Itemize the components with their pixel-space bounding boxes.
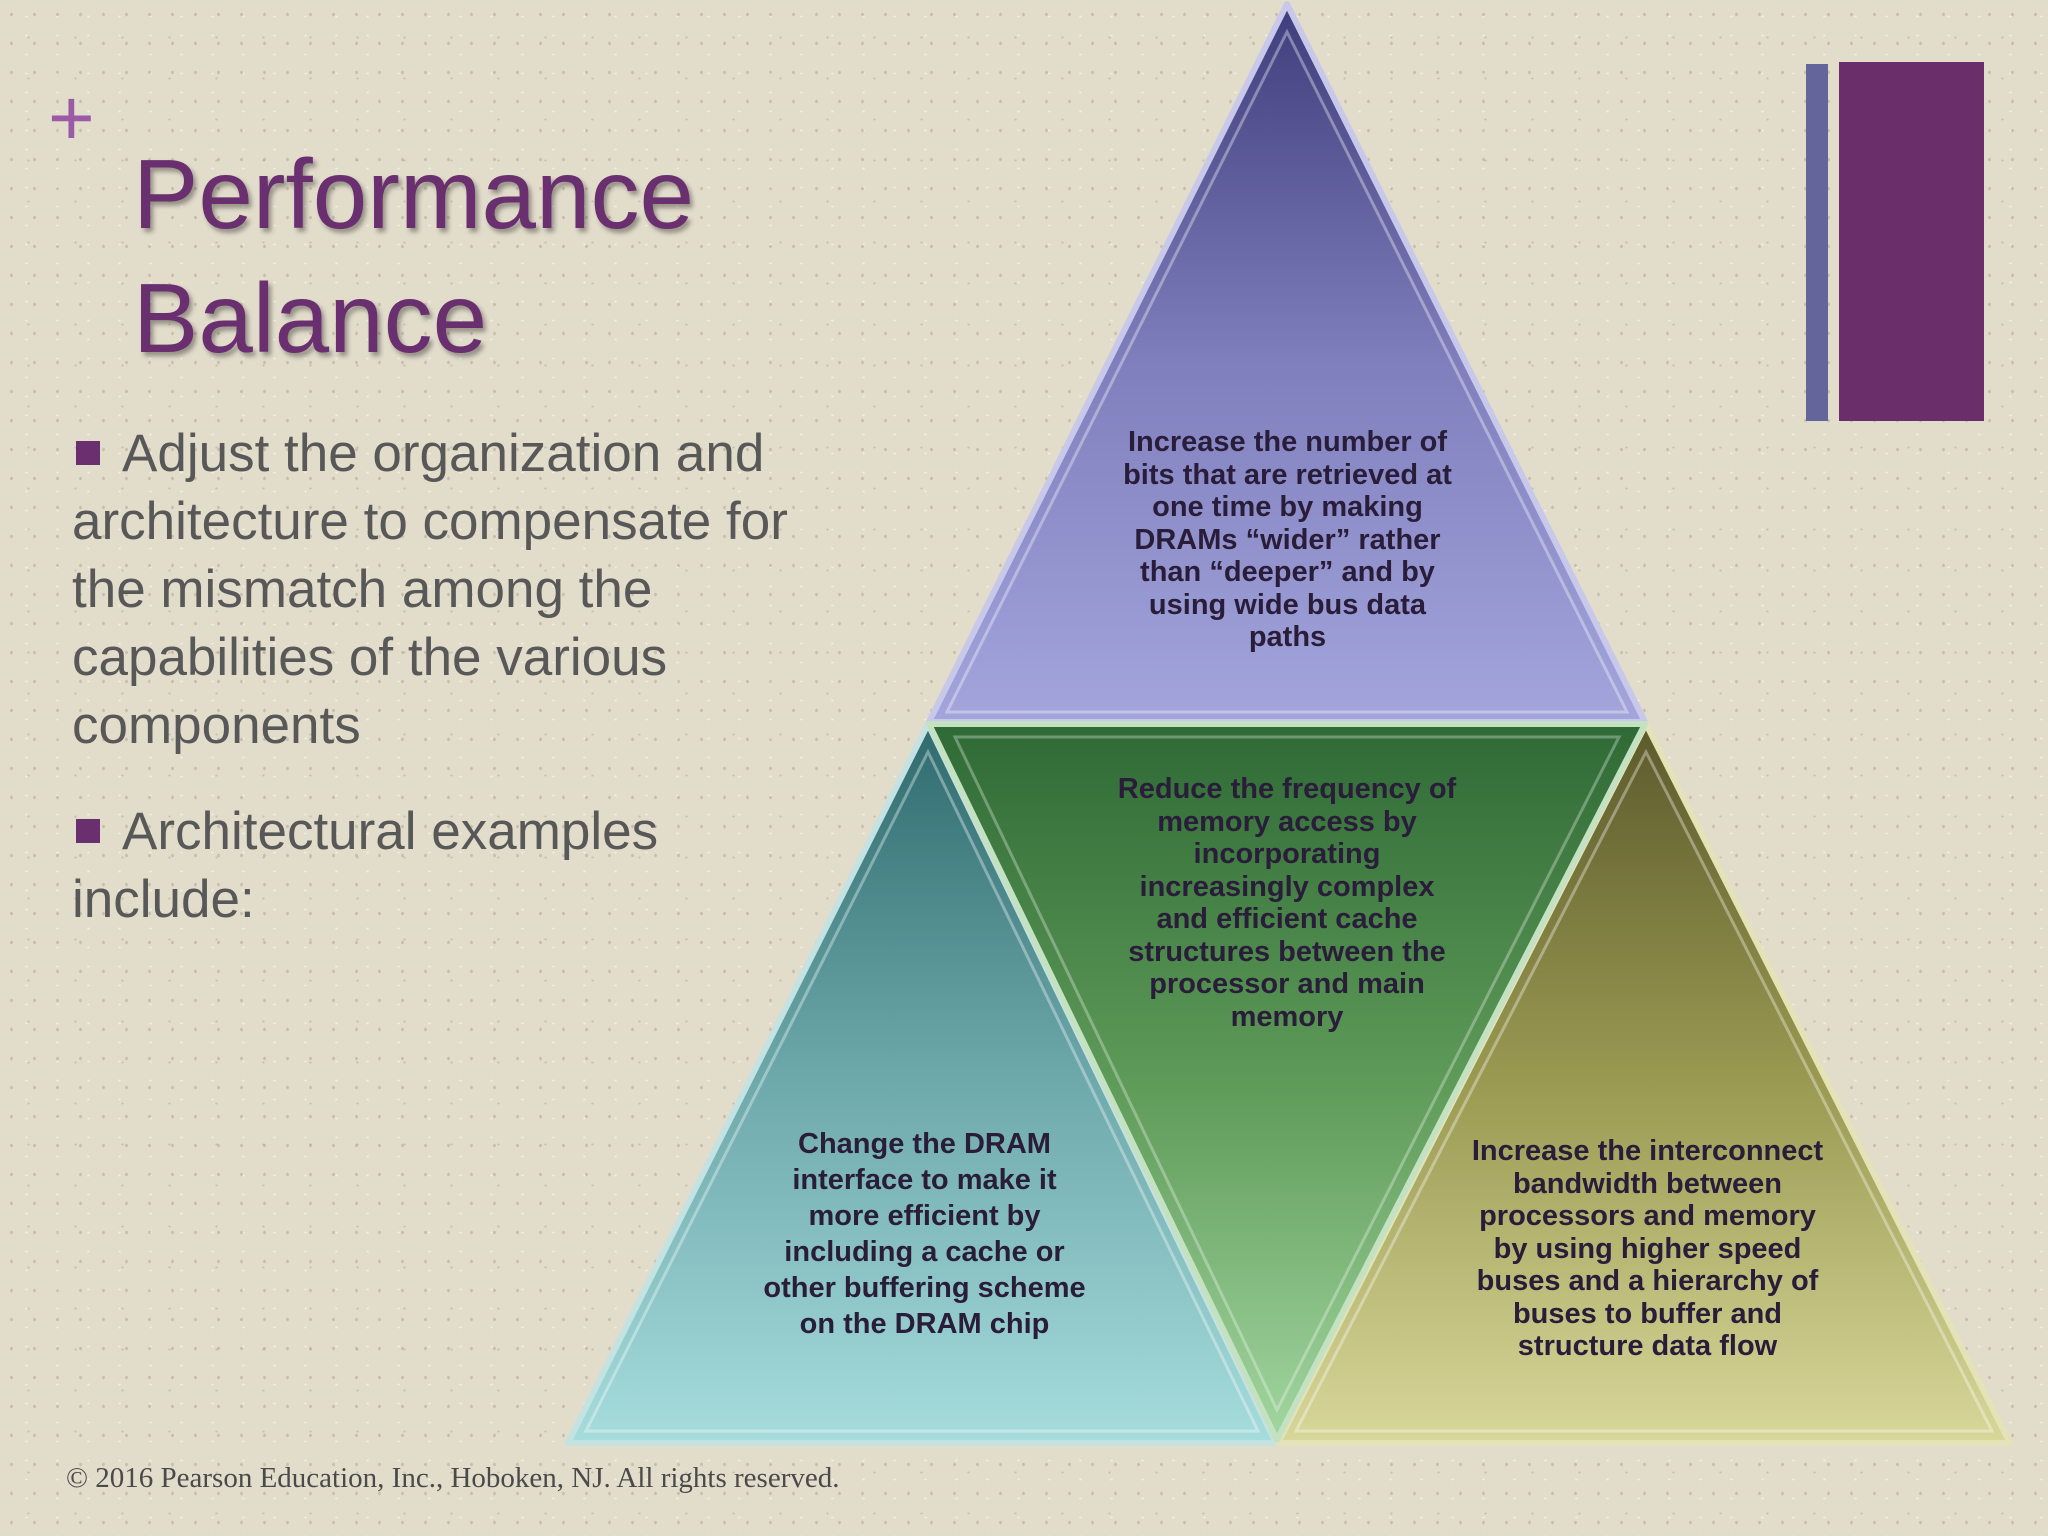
middle-triangle-bevel bbox=[952, 735, 1622, 1414]
plus-icon: + bbox=[48, 73, 95, 162]
bullet-text: Adjust the organization and architecture… bbox=[72, 424, 788, 755]
left-triangle-bevel bbox=[583, 748, 1261, 1433]
top-triangle-bevel bbox=[944, 28, 1630, 714]
copyright-footer: © 2016 Pearson Education, Inc., Hoboken,… bbox=[66, 1462, 840, 1494]
left-triangle-text: Change the DRAM interface to make it mor… bbox=[763, 1128, 1086, 1340]
title-line-1: Performance bbox=[133, 139, 695, 249]
middle-triangle-text: Reduce the frequency of memory access by… bbox=[1117, 773, 1457, 1033]
square-bullet-icon bbox=[76, 441, 100, 465]
bullet-text: Architectural examples include: bbox=[72, 802, 659, 929]
title-line-2: Balance bbox=[133, 263, 488, 373]
bullet-item: Adjust the organization and architecture… bbox=[72, 420, 852, 760]
bullet-item: Architectural examples include: bbox=[72, 798, 852, 934]
right-triangle-text: Increase the interconnect bandwidth betw… bbox=[1471, 1135, 1824, 1362]
bullet-list: Adjust the organization and architecture… bbox=[72, 420, 852, 972]
middle-triangle bbox=[926, 721, 1648, 1443]
right-triangle-bevel bbox=[1293, 748, 1995, 1433]
top-triangle-text: Increase the number of bits that are ret… bbox=[1123, 426, 1452, 653]
slide-title: Performance Balance bbox=[133, 132, 694, 380]
square-bullet-icon bbox=[76, 819, 100, 843]
decorative-bar-thin bbox=[1806, 64, 1828, 421]
decorative-bar-wide bbox=[1839, 62, 1984, 421]
